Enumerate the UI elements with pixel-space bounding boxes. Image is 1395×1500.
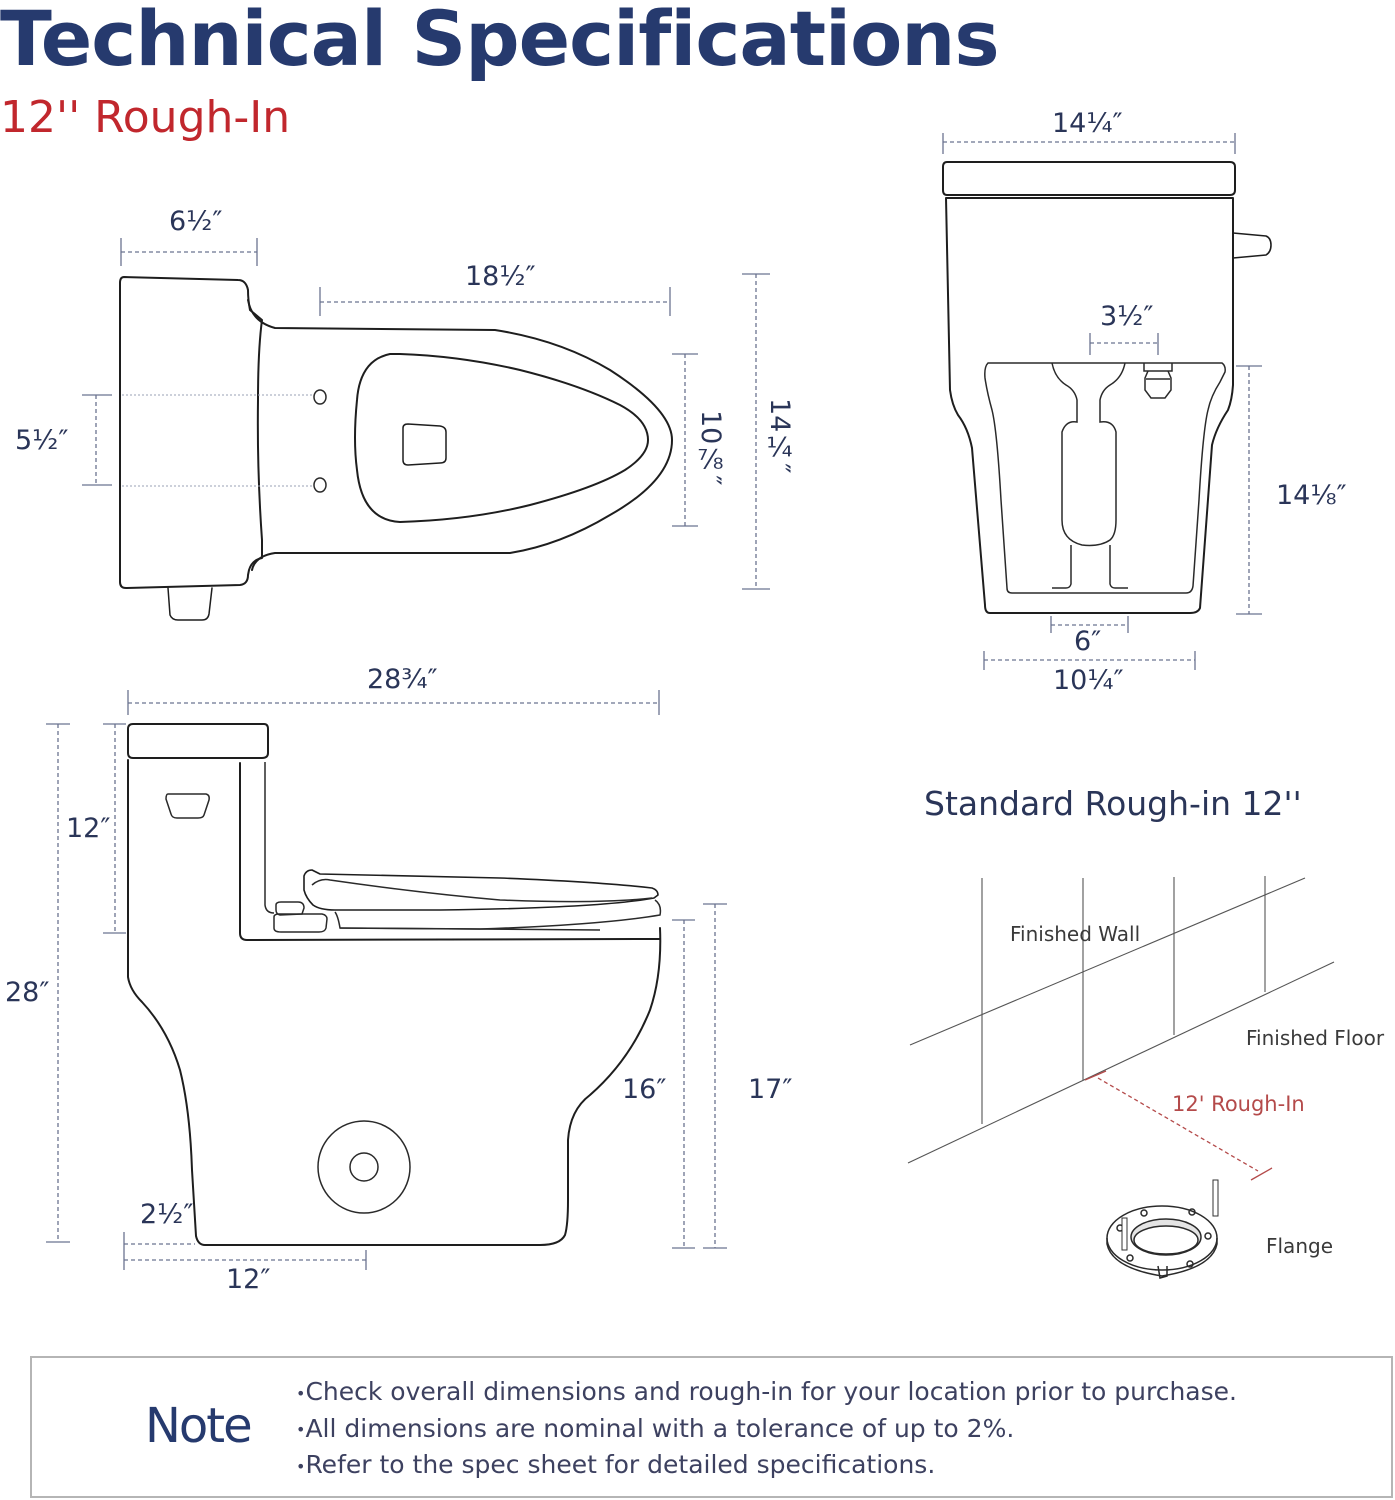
dim-outlet-offset: 2½″ <box>140 1199 194 1230</box>
page-subtitle: 12'' Rough-In <box>0 92 291 143</box>
dim-base-height: 14⅛″ <box>1276 480 1347 511</box>
rough-in-drawing <box>907 876 1335 1279</box>
side-view-drawing <box>46 690 727 1270</box>
front-view-drawing <box>942 133 1272 670</box>
rough-in-distance-label: 12' Rough-In <box>1172 1092 1305 1116</box>
top-view-drawing <box>82 238 770 621</box>
note-item: Refer to the spec sheet for detailed spe… <box>296 1447 1237 1484</box>
note-label: Note <box>145 1398 253 1454</box>
dim-seat-height: 17″ <box>748 1074 793 1105</box>
flange-icon <box>1106 1179 1219 1279</box>
dim-overall-width: 14¼″ <box>764 398 795 474</box>
dim-outlet-width: 6″ <box>1074 626 1102 657</box>
page-title: Technical Specifications <box>0 0 1000 83</box>
note-item: All dimensions are nominal with a tolera… <box>296 1411 1237 1448</box>
rough-in-title: Standard Rough-in 12'' <box>924 784 1302 823</box>
dim-overall-length: 28¾″ <box>367 664 438 695</box>
note-item: Check overall dimensions and rough-in fo… <box>296 1374 1237 1411</box>
dim-base-width: 10¼″ <box>1053 665 1124 696</box>
dim-tank-height: 12″ <box>66 813 111 844</box>
flange-label: Flange <box>1266 1234 1333 1258</box>
dim-overall-height: 28″ <box>5 977 50 1008</box>
dim-bolt-spacing: 5½″ <box>15 425 69 456</box>
dim-rough-in: 12″ <box>226 1264 271 1295</box>
note-list: Check overall dimensions and rough-in fo… <box>296 1374 1237 1484</box>
dim-bowl-opening: 10⅞″ <box>695 410 726 486</box>
finished-floor-label: Finished Floor <box>1246 1026 1385 1050</box>
dim-tank-width: 14¼″ <box>1052 108 1123 139</box>
dim-bowl-length: 18½″ <box>465 261 536 292</box>
dim-tank-depth: 6½″ <box>169 206 223 237</box>
finished-wall-label: Finished Wall <box>1010 922 1141 946</box>
dim-inlet-offset: 3½″ <box>1100 301 1154 332</box>
dim-bowl-height: 16″ <box>622 1074 667 1105</box>
